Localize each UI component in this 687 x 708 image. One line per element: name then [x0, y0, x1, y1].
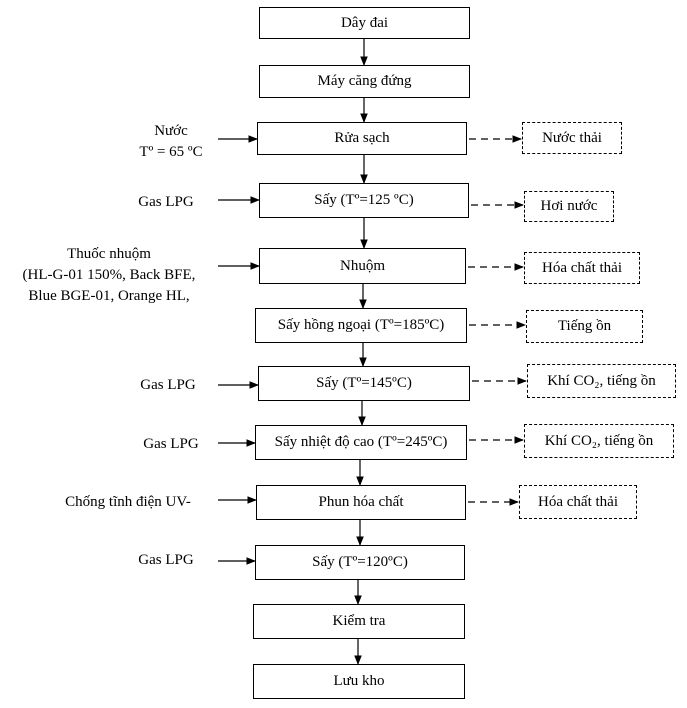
output-box-hoa-chat-thai-2: Hóa chất thải [519, 485, 637, 519]
step-label: Phun hóa chất [318, 494, 404, 510]
step-label: Sấy (Tº=125 ºC) [314, 192, 414, 208]
input-label-gas-lpg-4: Gas LPG [125, 550, 207, 571]
input-line: Tº = 65 ºC [139, 144, 203, 160]
output-box-hoa-chat-thai-1: Hóa chất thải [524, 252, 640, 284]
step-box-say-125: Sấy (Tº=125 ºC) [259, 183, 469, 218]
step-box-say-nhiet-do-cao: Sấy nhiệt độ cao (Tº=245ºC) [255, 425, 467, 460]
step-label: Sấy (Tº=145ºC) [316, 375, 412, 391]
step-box-may-cang-dung: Máy căng đứng [259, 65, 470, 98]
input-line: Chống tĩnh điện UV- [65, 494, 191, 510]
input-line: Nước [154, 123, 188, 139]
step-box-say-120: Sấy (Tº=120ºC) [255, 545, 465, 580]
output-label: Tiếng ồn [557, 318, 612, 334]
step-box-say-hong-ngoai: Sấy hồng ngoại (Tº=185ºC) [255, 308, 467, 343]
step-label: Máy căng đứng [317, 73, 412, 89]
step-box-day-dai: Dây đai [259, 7, 470, 39]
step-label: Nhuộm [340, 257, 385, 274]
output-label: Nước thải [542, 129, 602, 146]
output-label: Khí CO₂, tiếng ồn [544, 432, 654, 449]
output-box-khi-co2-1: Khí CO₂, tiếng ồn [527, 364, 676, 398]
input-line: Gas LPG [143, 436, 199, 452]
output-label: Hơi nước [540, 198, 598, 214]
output-box-khi-co2-2: Khí CO₂, tiếng ồn [524, 424, 674, 458]
step-box-kiem-tra: Kiểm tra [253, 604, 465, 639]
step-label: Dây đai [340, 14, 389, 31]
input-line: Gas LPG [140, 377, 196, 393]
input-label-nuoc: Nước Tº = 65 ºC [125, 121, 217, 163]
input-line: Thuốc nhuộm [67, 246, 151, 262]
output-box-hoi-nuoc: Hơi nước [524, 191, 614, 222]
step-box-rua-sach: Rửa sạch [257, 122, 467, 155]
step-box-phun-hoa-chat: Phun hóa chất [256, 485, 466, 520]
output-label: Hóa chất thải [542, 259, 622, 276]
output-box-tieng-on: Tiếng ồn [526, 310, 643, 343]
input-line: Blue BGE-01, Orange HL, [28, 288, 190, 304]
step-label: Rửa sạch [334, 130, 390, 146]
input-label-chong-tinh-dien: Chống tĩnh điện UV- [48, 492, 208, 513]
input-label-gas-lpg-2: Gas LPG [127, 375, 209, 396]
input-line: (HL-G-01 150%, Back BFE, [22, 267, 196, 283]
output-label: Khí CO₂, tiếng ồn [547, 372, 656, 389]
step-label: Sấy hồng ngoại (Tº=185ºC) [277, 317, 445, 333]
input-line: Gas LPG [138, 194, 194, 210]
step-label: Lưu kho [333, 673, 385, 689]
step-box-nhuom: Nhuộm [259, 248, 466, 284]
step-label: Sấy (Tº=120ºC) [312, 554, 408, 570]
input-line: Gas LPG [138, 552, 194, 568]
output-box-nuoc-thai: Nước thải [522, 122, 622, 154]
step-box-say-145: Sấy (Tº=145ºC) [258, 366, 470, 401]
output-label: Hóa chất thải [538, 493, 618, 510]
input-label-gas-lpg-3: Gas LPG [130, 434, 212, 455]
step-label: Kiểm tra [332, 613, 386, 629]
step-label: Sấy nhiệt độ cao (Tº=245ºC) [274, 434, 448, 450]
step-box-luu-kho: Lưu kho [253, 664, 465, 699]
input-label-gas-lpg-1: Gas LPG [125, 192, 207, 213]
input-label-thuoc-nhuom: Thuốc nhuộm (HL-G-01 150%, Back BFE, Blu… [0, 244, 218, 307]
